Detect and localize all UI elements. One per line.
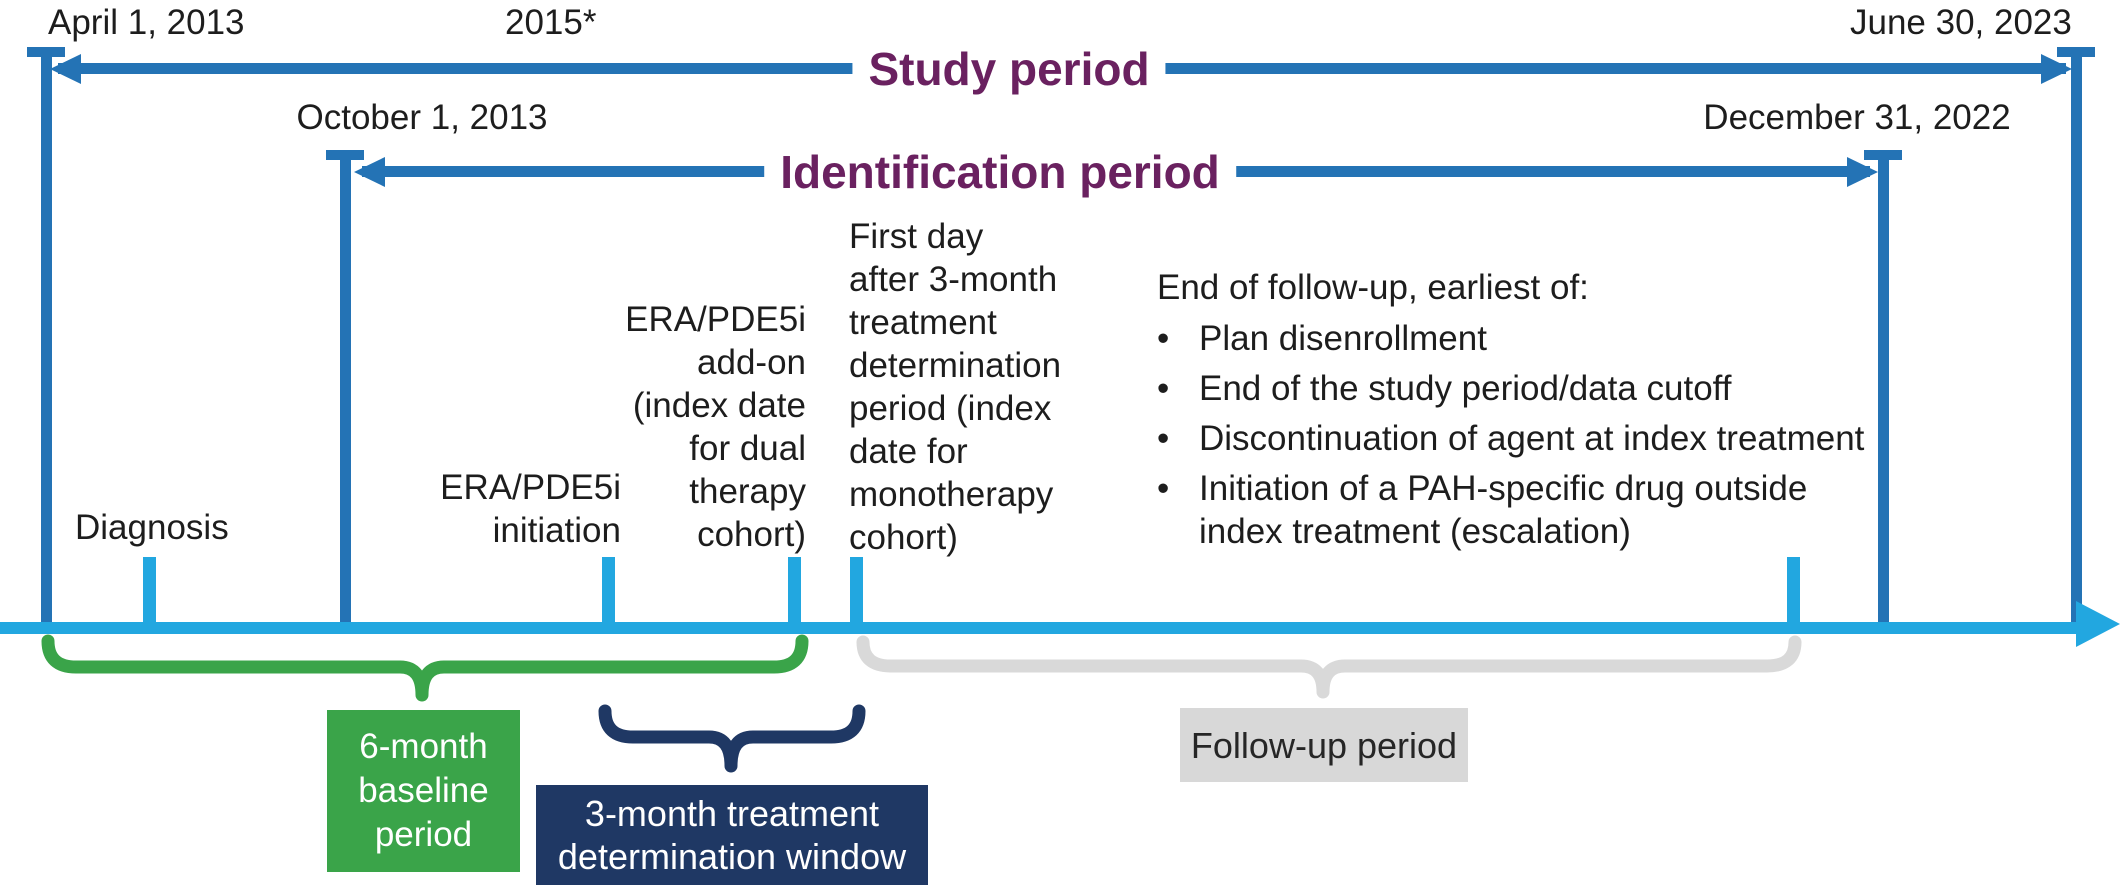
timeline-arrowhead-icon xyxy=(2076,601,2120,647)
initiation-label: ERA/PDE5i initiation xyxy=(440,468,621,550)
study-period-arrowhead-left-icon xyxy=(50,54,81,84)
study-start-line xyxy=(41,50,52,634)
followup-period-box: Follow-up period xyxy=(1180,708,1468,782)
identification-end-line xyxy=(1878,153,1889,634)
add-on-label: ERA/PDE5i add-on (index date for dual th… xyxy=(625,300,806,554)
study-period-arrowhead-right-icon xyxy=(2041,54,2072,84)
date-study-start: April 1, 2013 xyxy=(48,3,245,42)
tick-initiation xyxy=(602,557,615,627)
identification-start-line xyxy=(340,153,351,634)
study-period-label: Study period xyxy=(852,42,1166,96)
identification-period-arrowhead-right-icon xyxy=(1847,157,1878,187)
monotherapy-index-label: First day after 3-month treatment determ… xyxy=(849,217,1062,557)
bullet-icon: • xyxy=(1157,369,1170,408)
list-item: • Initiation of a PAH-specific drug outs… xyxy=(1157,469,1808,551)
bullet-icon: • xyxy=(1157,419,1170,458)
tick-end-of-followup xyxy=(1787,557,1800,627)
bullet-icon: • xyxy=(1157,319,1170,358)
list-item: • Discontinuation of agent at index trea… xyxy=(1157,419,1865,458)
study-end-line xyxy=(2071,50,2082,634)
determination-window-brace xyxy=(598,704,866,773)
list-item: • Plan disenrollment xyxy=(1157,319,1487,358)
date-study-end: June 30, 2023 xyxy=(1850,3,2072,42)
tick-monotherapy-index xyxy=(850,557,863,627)
baseline-period-brace xyxy=(41,634,809,702)
determination-window-box: 3-month treatment determination window xyxy=(536,785,928,885)
date-identification-start: October 1, 2013 xyxy=(296,98,548,137)
diagnosis-label: Diagnosis xyxy=(75,508,229,547)
tick-add-on xyxy=(788,557,801,627)
date-asterisk-year: 2015* xyxy=(505,3,597,42)
bullet-icon: • xyxy=(1157,469,1170,508)
followup-period-brace xyxy=(856,635,1802,699)
date-identification-end: December 31, 2022 xyxy=(1703,98,2011,137)
identification-period-arrowhead-left-icon xyxy=(354,157,385,187)
identification-period-label: Identification period xyxy=(764,145,1236,199)
tick-diagnosis xyxy=(143,557,156,627)
timeline-bar xyxy=(0,622,2078,634)
list-item: • End of the study period/data cutoff xyxy=(1157,369,1732,408)
end-of-followup-heading: End of follow-up, earliest of: xyxy=(1157,268,1589,307)
baseline-period-box: 6-month baseline period xyxy=(327,710,520,872)
end-of-followup-list: End of follow-up, earliest of: • Plan di… xyxy=(1157,266,1864,553)
